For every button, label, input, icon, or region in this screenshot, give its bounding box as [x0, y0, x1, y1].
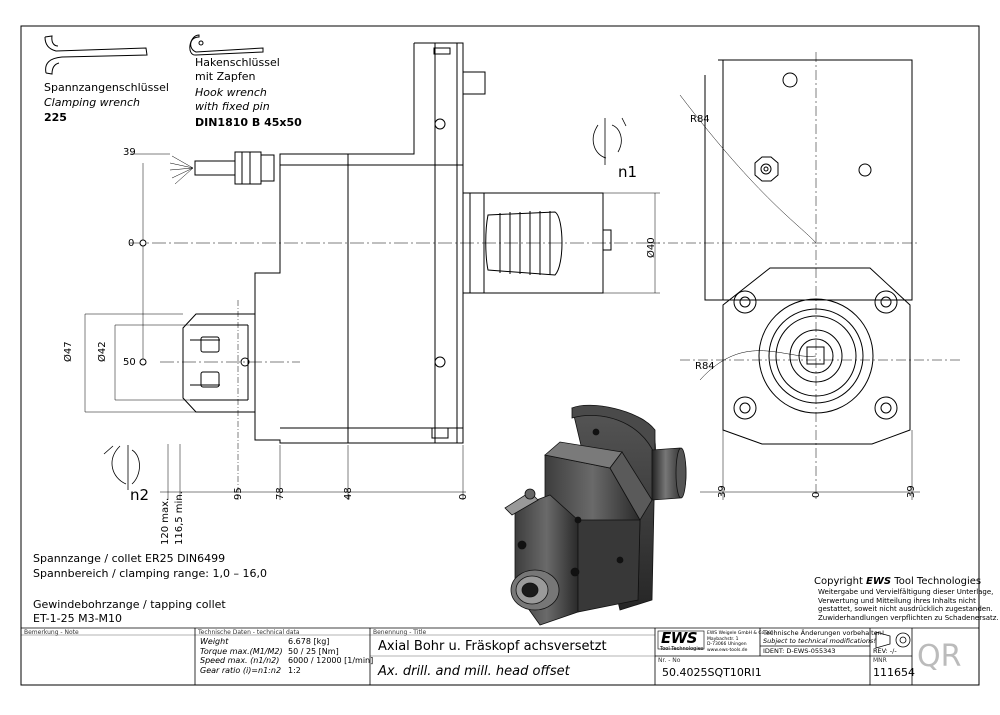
company-line-1: EWS Weigele GmbH & Co. KG [707, 631, 774, 636]
ident-number: IDENT: D-EWS-055343 [763, 647, 836, 655]
dim-y-39: 39 [123, 147, 136, 158]
copyright-line-4: gestattet, soweit nicht ausdrücklich zug… [818, 605, 993, 613]
clamping-wrench-size: 225 [44, 111, 67, 124]
dim-side-39-right: 39 [906, 485, 917, 498]
ews-logo-sub: Tool Technologies [660, 646, 704, 652]
dim-y-50: 50 [123, 357, 136, 368]
dim-side-39-left: 39 [717, 485, 728, 498]
weight-label: Weight [200, 637, 229, 646]
hook-wrench-name-de-1: Hakenschlüssel [195, 56, 280, 69]
ratio-value: 1:2 [288, 665, 301, 675]
speed-label: Speed max. (n1/n2) [200, 656, 280, 665]
company-line-2: Maybachstr. 1 [707, 636, 739, 642]
title-german: Axial Bohr u. Fräskopf achsversetzt [378, 639, 607, 654]
dim-r84-bottom: R84 [695, 361, 715, 372]
rotation-label-n1: n1 [618, 163, 638, 181]
torque-label: Torque max.(M1/M2) [200, 646, 283, 656]
rotation-label-n2: n2 [130, 486, 150, 504]
title-english: Ax. drill. and mill. head offset [378, 664, 570, 679]
copyright-line-2: Weitergabe und Vervielfältigung dieser U… [818, 588, 994, 596]
company-line-4: www.ews-tools.de [707, 647, 748, 653]
copyright-heading: Copyright EWS Tool Technologies [814, 576, 981, 588]
hook-wrench-name-en-2: with fixed pin [195, 100, 270, 113]
note-label: Bemerkung - Note [24, 629, 79, 636]
clamping-wrench-name-en: Clamping wrench [44, 96, 140, 109]
part-number: 50.4025SQT10RI1 [662, 666, 762, 679]
dim-x-116-min: 116,5 min. [174, 491, 185, 545]
weight-value: 6.678 [kg] [288, 637, 330, 646]
clamping-range-spec: Spannbereich / clamping range: 1,0 – 16,… [33, 567, 267, 580]
ews-logo [657, 630, 705, 650]
dim-d40: Ø40 [646, 237, 657, 258]
ratio-label: Gear ratio (i)=n1:n2 [200, 665, 282, 675]
3d-rendering-image [504, 404, 687, 626]
clamping-wrench-name-de: Spannzangenschlüssel [44, 81, 169, 94]
company-line-3: D-73066 Uhingen [707, 642, 747, 647]
speed-value: 6000 / 12000 [1/min] [288, 656, 374, 665]
copyright-brand: EWS [866, 576, 892, 587]
clamping-wrench-icon [44, 35, 148, 75]
front-view [650, 52, 960, 500]
revision: REV: -/- [873, 647, 897, 655]
dim-side-0: 0 [811, 491, 822, 498]
dim-r84-top: R84 [690, 114, 710, 125]
hook-wrench-norm: DIN1810 B 45x50 [195, 116, 302, 129]
hook-wrench-name-de-2: mit Zapfen [195, 70, 256, 83]
mnr-value: 111654 [873, 666, 915, 679]
part-number-label: Nr. - No [658, 657, 681, 664]
dim-d47: Ø47 [63, 341, 74, 362]
torque-value: 50 / 25 [Nm] [288, 646, 339, 656]
dim-y-0: 0 [128, 238, 135, 249]
hook-wrench-icon [189, 34, 264, 56]
copyright-suffix: Tool Technologies [891, 576, 982, 587]
side-view [84, 42, 660, 500]
copyright-line-3: Verwertung und Mitteilung ihres Inhalts … [818, 596, 976, 605]
dim-x-48: 48 [343, 487, 354, 500]
tapping-collet-spec: Gewindebohrzange / tapping collet [33, 598, 226, 611]
hook-wrench-name-en-1: Hook wrench [195, 86, 267, 99]
qr-placeholder: QR [917, 639, 962, 674]
dim-x-120-max: 120 max. [160, 497, 171, 545]
sheet-border [20, 25, 980, 686]
collet-spec: Spannzange / collet ER25 DIN6499 [33, 552, 226, 565]
change-note-en: Subject to technical modifications! [763, 637, 876, 645]
copyright-prefix: Copyright [814, 576, 867, 587]
copyright-line-5: Zuwiderhandlungen verpflichten zu Schade… [818, 613, 999, 622]
tech-data-label: Technische Daten - technical data [198, 629, 300, 636]
change-note-de: Technische Änderungen vorbehalten! [763, 629, 885, 637]
tapping-collet-value: ET-1-25 M3-M10 [33, 612, 123, 625]
dim-x-95: 95 [233, 487, 244, 500]
title-label: Benennung - Title [373, 629, 427, 636]
title-block [21, 627, 979, 685]
dim-d42: Ø42 [97, 341, 108, 362]
dim-x-0: 0 [458, 493, 469, 500]
dim-x-78: 78 [275, 487, 286, 500]
ews-logo-text: EWS [661, 629, 698, 647]
mnr-label: MNR [873, 657, 887, 664]
